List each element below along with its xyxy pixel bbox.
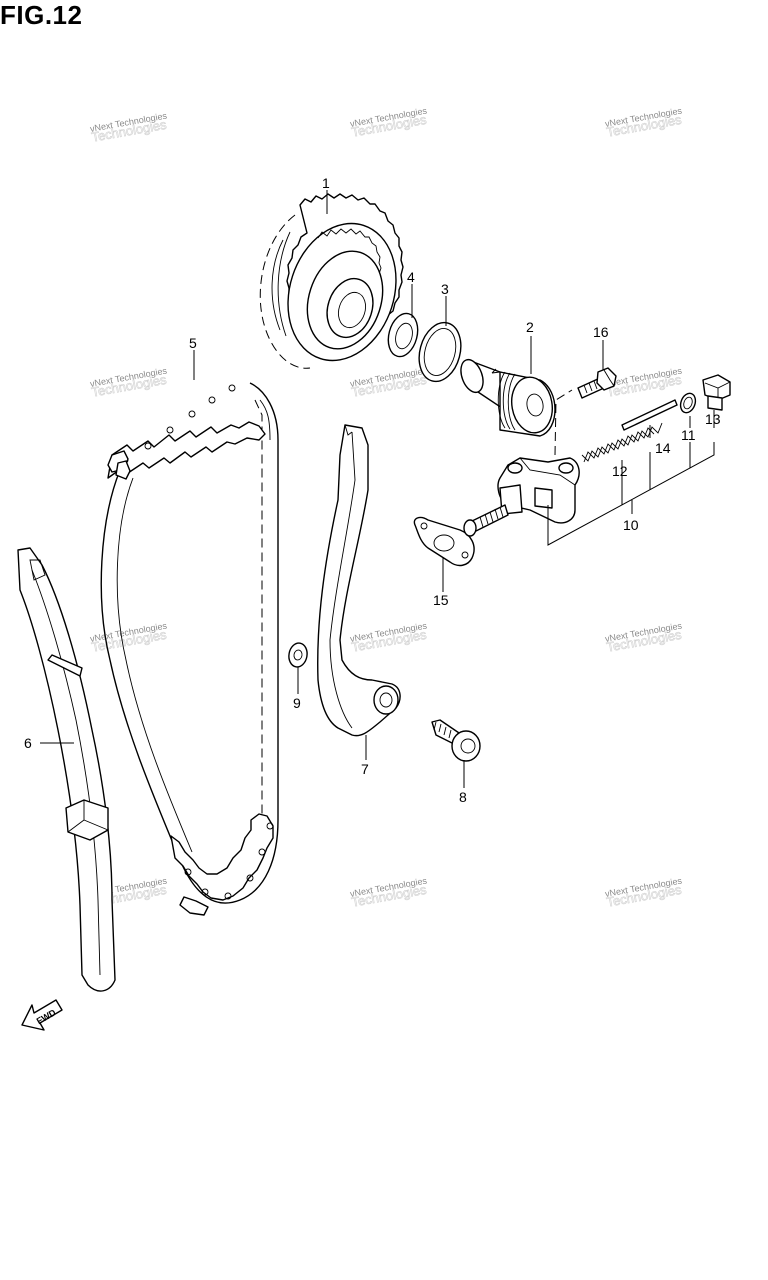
part-9-washer[interactable]: [287, 642, 309, 669]
part-6-chain-guide[interactable]: [17, 547, 116, 992]
part-14-rod[interactable]: [621, 399, 678, 431]
callout-8: 8: [459, 789, 467, 805]
callout-13: 13: [705, 411, 721, 427]
callout-14: 14: [655, 440, 671, 456]
callout-9: 9: [293, 695, 301, 711]
part-10-tensioner-assy[interactable]: [463, 389, 580, 537]
callout-3: 3: [441, 281, 449, 297]
part-5-cam-chain[interactable]: [100, 382, 279, 916]
callout-11: 11: [681, 427, 696, 443]
callout-6: 6: [24, 735, 32, 751]
callout-2: 2: [526, 319, 534, 335]
part-3-o-ring[interactable]: [413, 318, 467, 386]
part-16-bolt[interactable]: [577, 367, 617, 399]
figure-title: FIG.12: [0, 0, 83, 30]
part-8-pivot-bolt[interactable]: [431, 719, 481, 762]
callout-5: 5: [189, 335, 197, 351]
callout-16: 16: [593, 324, 609, 340]
part-13-cap-bolt[interactable]: [702, 374, 731, 411]
fwd-arrow: FWD: [21, 999, 63, 1031]
part-4-washer[interactable]: [384, 310, 422, 360]
part-2-shaft[interactable]: [457, 357, 557, 437]
part-11-o-ring[interactable]: [678, 391, 698, 415]
callout-7: 7: [361, 761, 369, 777]
leader-lines: [40, 190, 715, 788]
part-15-gasket[interactable]: [413, 516, 475, 567]
callout-12: 12: [612, 463, 628, 479]
part-1-drive-gear[interactable]: [259, 193, 413, 375]
callout-labels: 1 2 3 4 5 6 7 8 9 10 11 12 13 14 15 16: [24, 175, 721, 805]
callout-4: 4: [407, 269, 415, 285]
part-12-spring[interactable]: [581, 422, 663, 463]
callout-10: 10: [623, 517, 639, 533]
part-7-tensioner-arm[interactable]: [317, 424, 401, 737]
callout-1: 1: [322, 175, 330, 191]
callout-15: 15: [433, 592, 449, 608]
